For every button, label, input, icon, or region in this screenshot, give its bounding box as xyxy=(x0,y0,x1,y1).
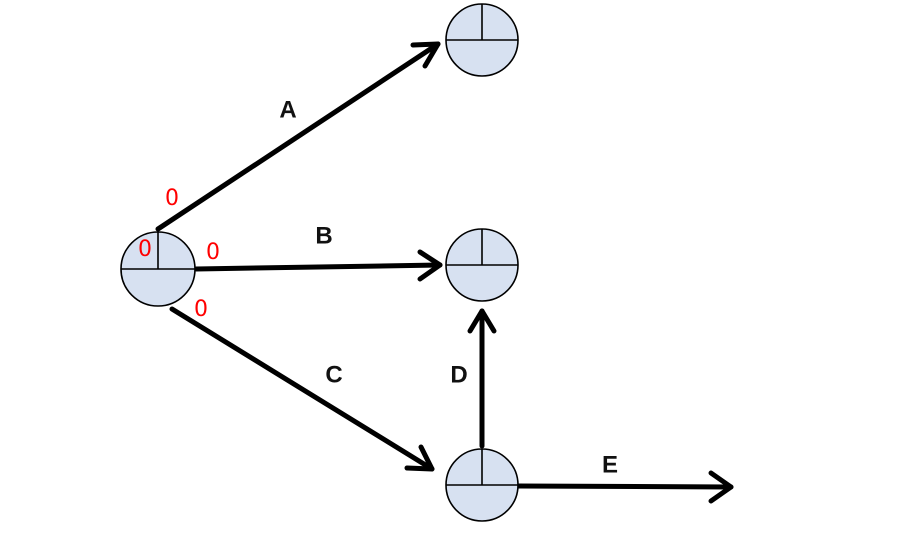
edge-c-start-value: 0 xyxy=(194,297,208,322)
edge-e-line xyxy=(515,483,734,490)
edge-d-label: D xyxy=(450,361,467,388)
activity-edge-a: A xyxy=(155,41,441,232)
edge-b-line xyxy=(193,262,443,272)
activity-edge-d: D xyxy=(450,308,497,449)
activity-edge-e: E xyxy=(515,451,734,504)
edge-a-line xyxy=(155,41,441,232)
edge-d-arrowhead xyxy=(467,308,497,334)
edge-c-label: C xyxy=(325,361,342,388)
edge-e-label: E xyxy=(602,451,618,478)
edge-b-start-value: 0 xyxy=(206,240,220,265)
edge-b-label: B xyxy=(315,222,332,249)
activity-edge-b: B xyxy=(193,222,443,282)
edge-c-line xyxy=(169,306,435,472)
edge-a-start-value: 0 xyxy=(165,186,179,211)
edge-a-label: A xyxy=(279,96,296,123)
edge-a-arrowhead xyxy=(410,41,441,69)
node-start-value: 0 xyxy=(138,237,152,262)
edge-b-arrowhead xyxy=(417,249,443,282)
edge-e-arrowhead xyxy=(708,470,734,504)
node-mid-c xyxy=(445,448,519,522)
node-end-a xyxy=(445,3,519,77)
edge-c-arrowhead xyxy=(404,444,435,472)
node-start: 0 xyxy=(120,231,196,307)
activity-edge-c: C xyxy=(169,306,435,472)
node-end-b xyxy=(445,228,519,302)
